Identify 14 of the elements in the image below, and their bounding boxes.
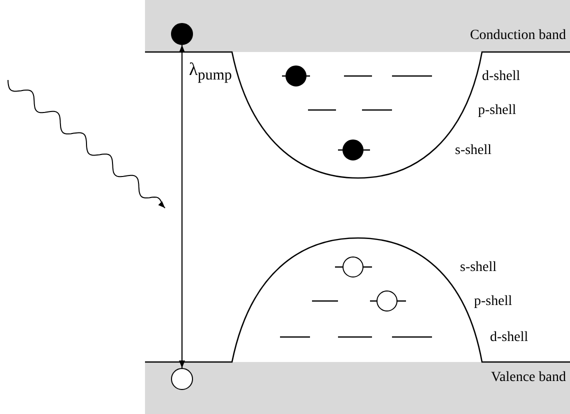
shell-label: s-shell xyxy=(455,142,492,160)
conduction-band xyxy=(145,0,570,52)
band-label: Conduction band xyxy=(470,28,566,44)
shell-label: d-shell xyxy=(490,329,528,347)
valence-band xyxy=(145,362,570,414)
electron-icon xyxy=(171,23,193,45)
hole-icon xyxy=(171,368,193,390)
wavelength-label: λ$_{pump}$ xyxy=(189,58,232,86)
shell-label: d-shell xyxy=(482,68,520,86)
shell-label: p-shell xyxy=(478,102,516,120)
shell-label: p-shell xyxy=(474,293,512,311)
band-label: Valence band xyxy=(490,370,566,386)
shell-label: s-shell xyxy=(460,259,497,277)
double-arrow xyxy=(178,45,186,368)
